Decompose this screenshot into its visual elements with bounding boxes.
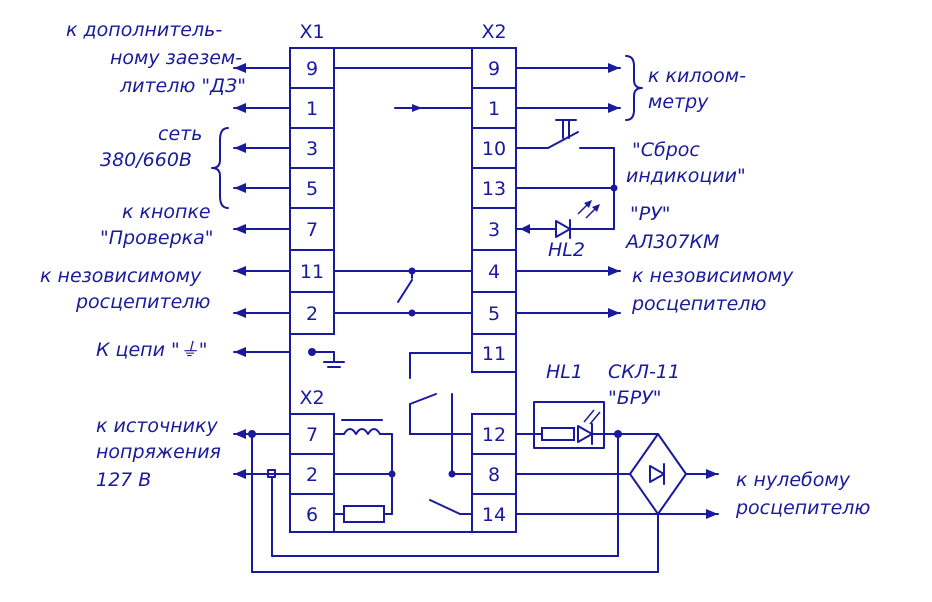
x1-pin: 1 — [306, 98, 318, 120]
label-net-line2: 380/660В — [100, 149, 192, 171]
label-hl2: HL2 — [548, 239, 585, 261]
label-source-line3: 127 В — [96, 469, 151, 491]
x2-right-lower-pin: 8 — [488, 464, 500, 486]
label-check-line1: к кнопке — [122, 201, 211, 223]
x2-pin: 1 — [488, 98, 500, 120]
x2-pin: 10 — [482, 138, 506, 160]
label-hl1: HL1 — [546, 361, 583, 383]
label-ru: "РУ" — [630, 203, 671, 225]
label-indep-left-line1: к незовисимому — [40, 265, 202, 287]
x1-pin: 3 — [306, 138, 318, 160]
x2-lower-pin-column: 7 2 6 — [289, 413, 335, 533]
x2-lower-header: X2 — [299, 387, 324, 409]
left-external-wiring — [211, 63, 659, 573]
x2-pin-column: 9 1 10 13 3 4 5 11 — [471, 47, 517, 373]
x2-pin: 11 — [482, 343, 506, 365]
x2-right-lower-pin-column: 12 8 14 — [471, 413, 517, 533]
x2-lower-pin: 6 — [306, 504, 318, 526]
label-zero-line1: к нулебому — [736, 469, 851, 491]
x2-lower-pin: 7 — [306, 424, 318, 446]
x2-pin: 3 — [488, 219, 500, 241]
x1-pin: 9 — [306, 58, 318, 80]
label-source-line2: нопряжения — [96, 441, 221, 463]
x2-pin: 4 — [488, 261, 500, 283]
label-check-line2: "Проверка" — [100, 227, 214, 249]
label-source-line1: к источнику — [96, 415, 218, 437]
label-reset-line1: "Сброс — [632, 139, 700, 161]
x2-right-lower-pin: 12 — [482, 424, 506, 446]
label-dz-line3: лителю "ДЗ" — [119, 75, 246, 97]
label-zero-line2: росцепителю — [735, 497, 870, 519]
x2-right-lower-pin: 14 — [482, 504, 506, 526]
label-dz-line2: ному заезем- — [110, 47, 242, 69]
label-indep-left-line2: росцепителю — [75, 291, 210, 313]
x1-pin: 11 — [300, 261, 324, 283]
label-dz-line1: к дополнитель- — [66, 19, 222, 41]
label-skl: СКЛ-11 — [608, 361, 680, 383]
label-kilo-line1: к килоом- — [648, 65, 746, 87]
x2-pin: 5 — [488, 303, 500, 325]
x2-header: X2 — [481, 21, 506, 43]
label-indep-right-line2: росцепителю — [631, 293, 766, 315]
x1-pin: 5 — [306, 178, 318, 200]
x1-pin: 7 — [306, 219, 318, 241]
label-indep-right-line1: к незовисимому — [632, 265, 794, 287]
label-reset-line2: индикоции" — [626, 165, 746, 187]
label-bru: "БРУ" — [608, 387, 662, 409]
x2-lower-pin: 2 — [306, 464, 318, 486]
x2-pin: 13 — [482, 178, 506, 200]
right-labels: к килоом- метру "Сброс индикоции" "РУ" А… — [546, 65, 870, 519]
x1-pin-column: 9 1 3 5 7 11 2 — [289, 47, 335, 335]
bridge-rectifier — [629, 433, 687, 515]
label-ground-circuit: К цепи "⏚" — [96, 339, 207, 361]
x1-pin: 2 — [306, 303, 318, 325]
label-net-line1: сеть — [158, 123, 202, 145]
label-hl2-type: АЛ307КМ — [624, 231, 719, 253]
x1-header: X1 — [299, 21, 324, 43]
internal-wiring — [308, 67, 473, 523]
hl1-box — [533, 401, 605, 449]
label-kilo-line2: метру — [648, 91, 709, 113]
left-labels: к дополнитель- ному заезем- лителю "ДЗ" … — [40, 19, 246, 491]
x2-pin: 9 — [488, 58, 500, 80]
right-external-wiring — [515, 55, 719, 573]
